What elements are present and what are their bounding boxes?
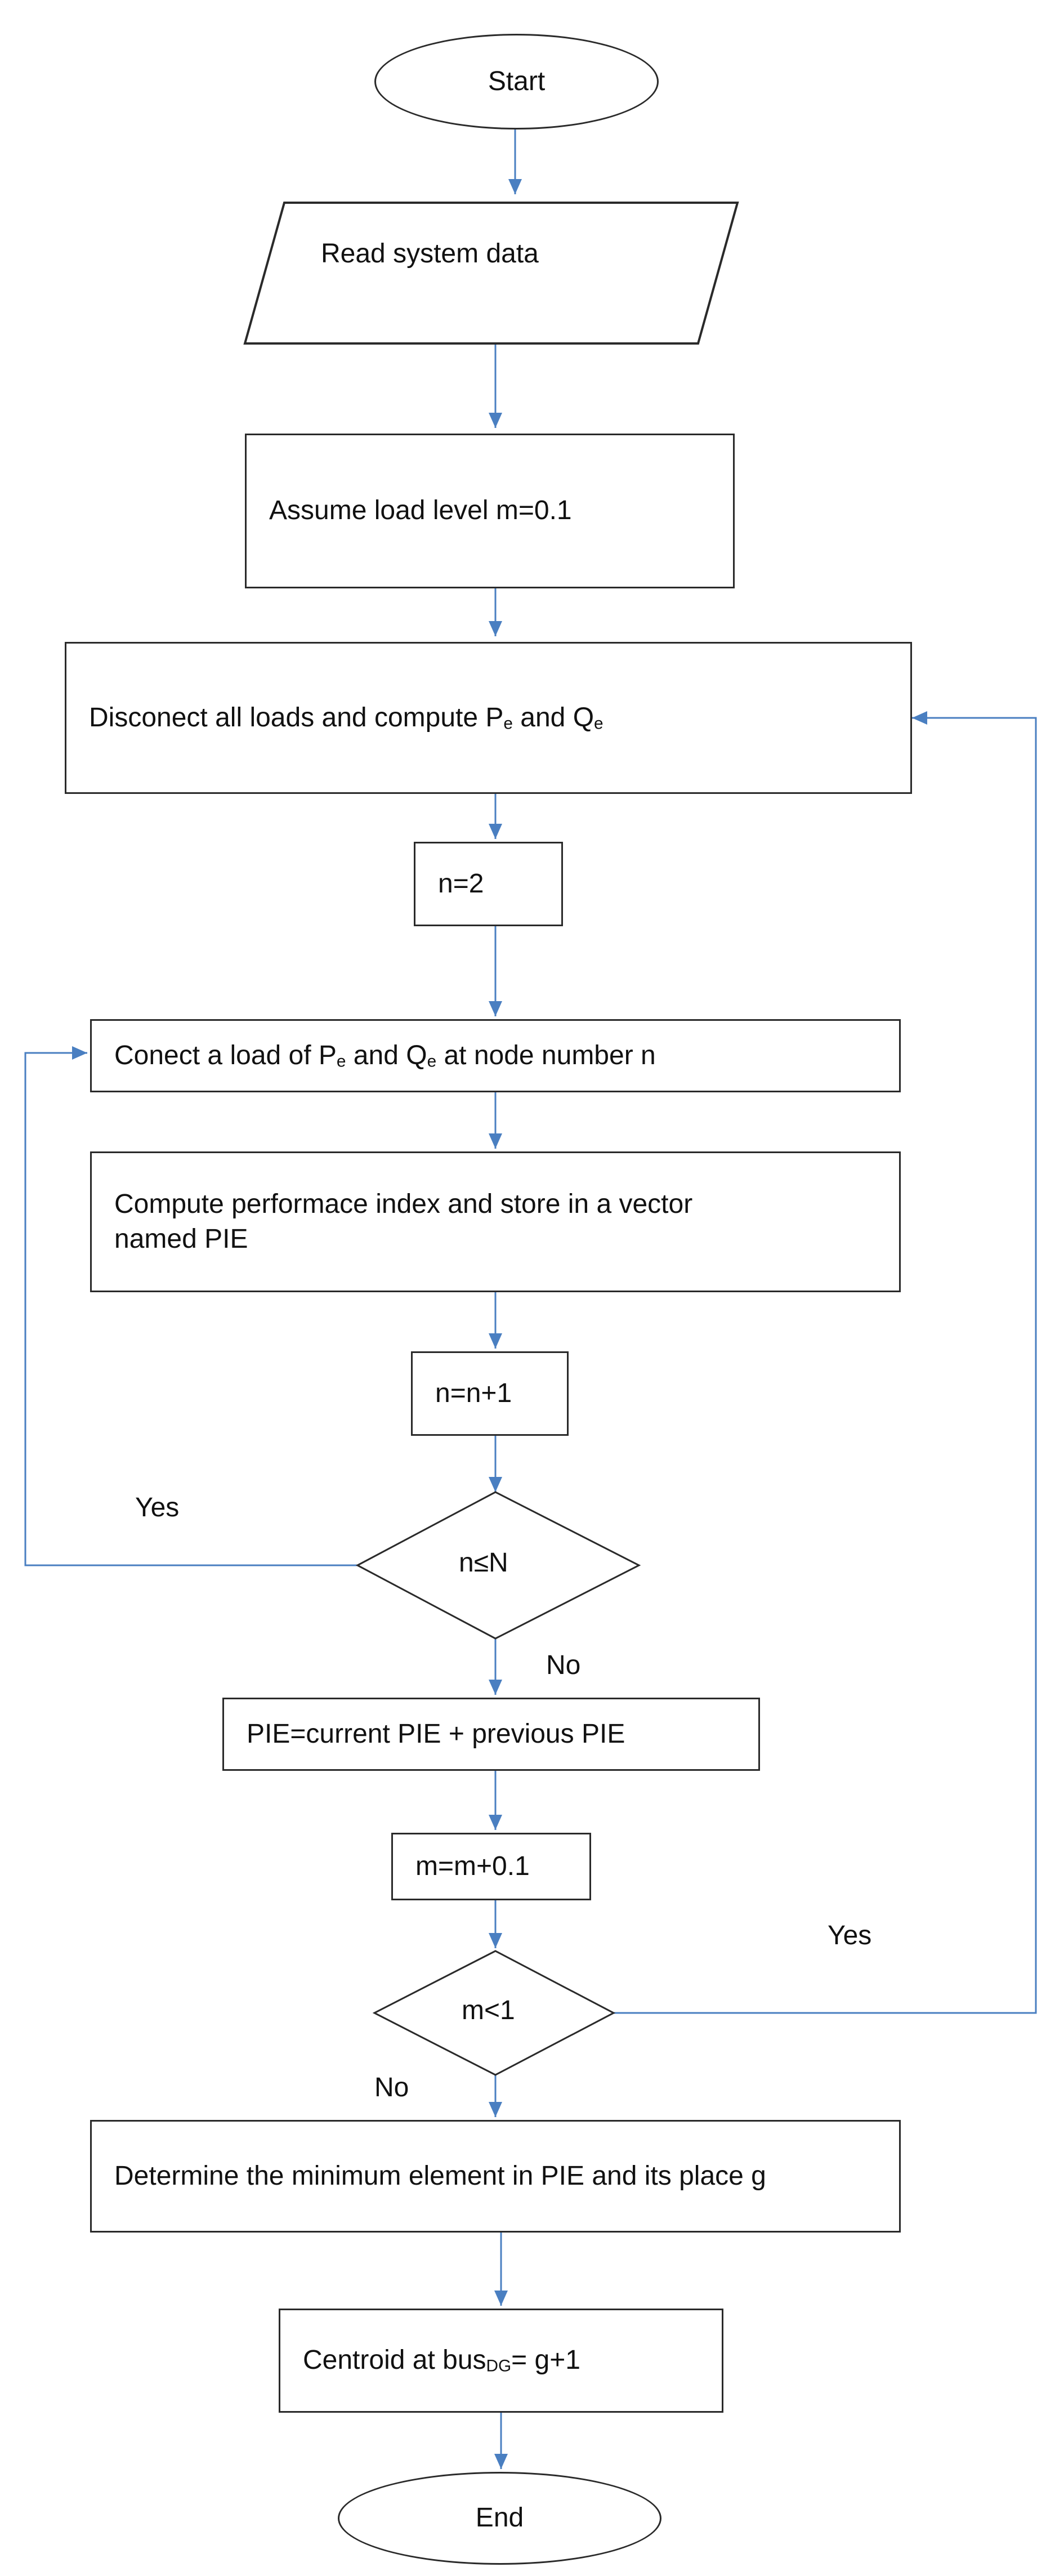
compute-index-box: Compute performace index and store in a … bbox=[90, 1151, 901, 1292]
determine-min-label: Determine the minimum element in PIE and… bbox=[114, 2160, 766, 2191]
increment-n-box: n=n+1 bbox=[411, 1351, 569, 1436]
compute-index-label: Compute performace index and store in a … bbox=[114, 1189, 693, 1254]
connect-load-box: Conect a load of Pe and Qe at node numbe… bbox=[90, 1019, 901, 1092]
disconnect-box: Disconect all loads and compute Pe and Q… bbox=[65, 642, 912, 794]
pie-sum-box: PIE=current PIE + previous PIE bbox=[222, 1698, 760, 1771]
end-terminal: End bbox=[338, 2472, 661, 2565]
determine-min-box: Determine the minimum element in PIE and… bbox=[90, 2120, 901, 2233]
read-data-label: Read system data bbox=[321, 239, 539, 269]
decision-m-label: m<1 bbox=[462, 1995, 515, 2025]
decision-n-label: n≤N bbox=[459, 1548, 508, 1578]
start-terminal: Start bbox=[374, 34, 659, 130]
centroid-label: Centroid at busDG= g+1 bbox=[303, 2345, 580, 2376]
decision-n-diamond bbox=[355, 1491, 641, 1640]
loop-yes-n bbox=[24, 1046, 357, 1566]
assume-load-label: Assume load level m=0.1 bbox=[269, 495, 572, 526]
increment-m-label: m=m+0.1 bbox=[415, 1851, 530, 1881]
connect-load-label: Conect a load of Pe and Qe at node numbe… bbox=[114, 1040, 656, 1071]
no-label-m: No bbox=[374, 2073, 409, 2102]
n-init-label: n=2 bbox=[438, 868, 484, 899]
no-label-n: No bbox=[546, 1650, 581, 1680]
disconnect-label: Disconect all loads and compute Pe and Q… bbox=[89, 702, 604, 733]
yes-label-n-loop: Yes bbox=[135, 1493, 180, 1523]
centroid-box: Centroid at busDG= g+1 bbox=[279, 2309, 723, 2413]
read-data-parallelogram bbox=[243, 202, 739, 345]
increment-m-box: m=m+0.1 bbox=[391, 1833, 591, 1900]
loop-yes-m bbox=[614, 711, 1037, 2014]
n-init-box: n=2 bbox=[414, 842, 563, 926]
yes-label-m-loop: Yes bbox=[828, 1921, 872, 1950]
assume-load-box: Assume load level m=0.1 bbox=[245, 434, 735, 588]
end-label: End bbox=[475, 2503, 524, 2533]
start-label: Start bbox=[488, 66, 546, 96]
decision-m-diamond bbox=[372, 1950, 616, 2076]
pie-sum-label: PIE=current PIE + previous PIE bbox=[247, 1718, 625, 1749]
increment-n-label: n=n+1 bbox=[435, 1378, 512, 1408]
